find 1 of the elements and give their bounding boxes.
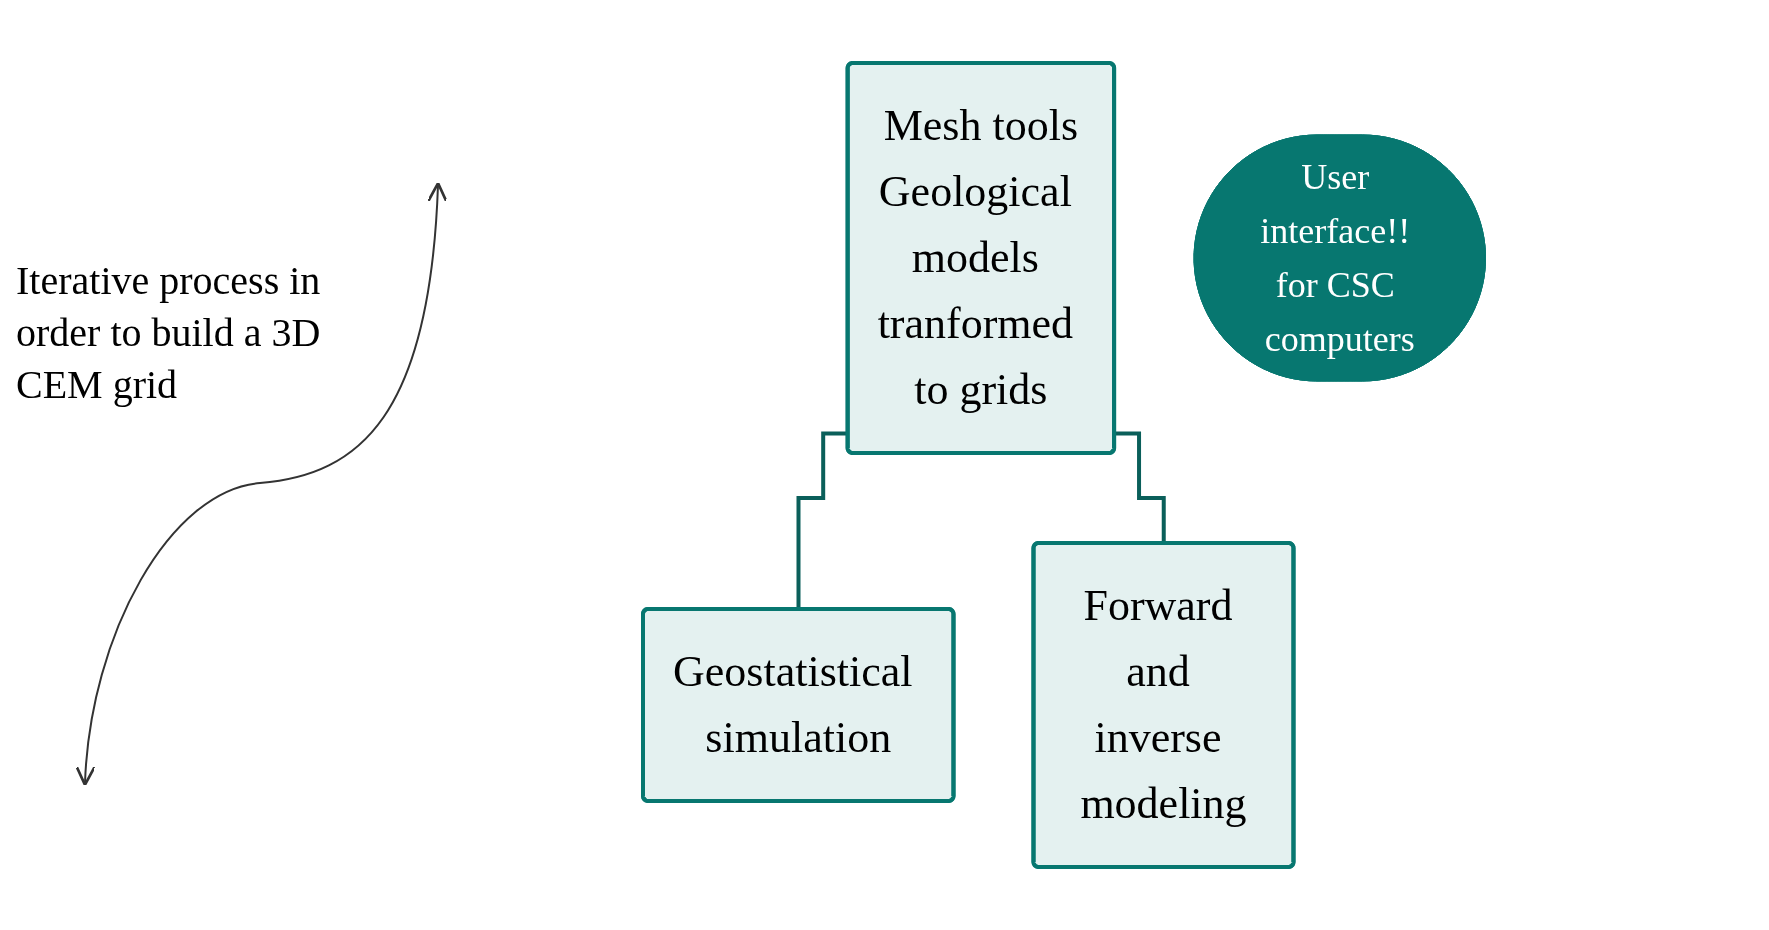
note-text: Iterative process in order to build a 3D CEM grid bbox=[16, 257, 322, 409]
